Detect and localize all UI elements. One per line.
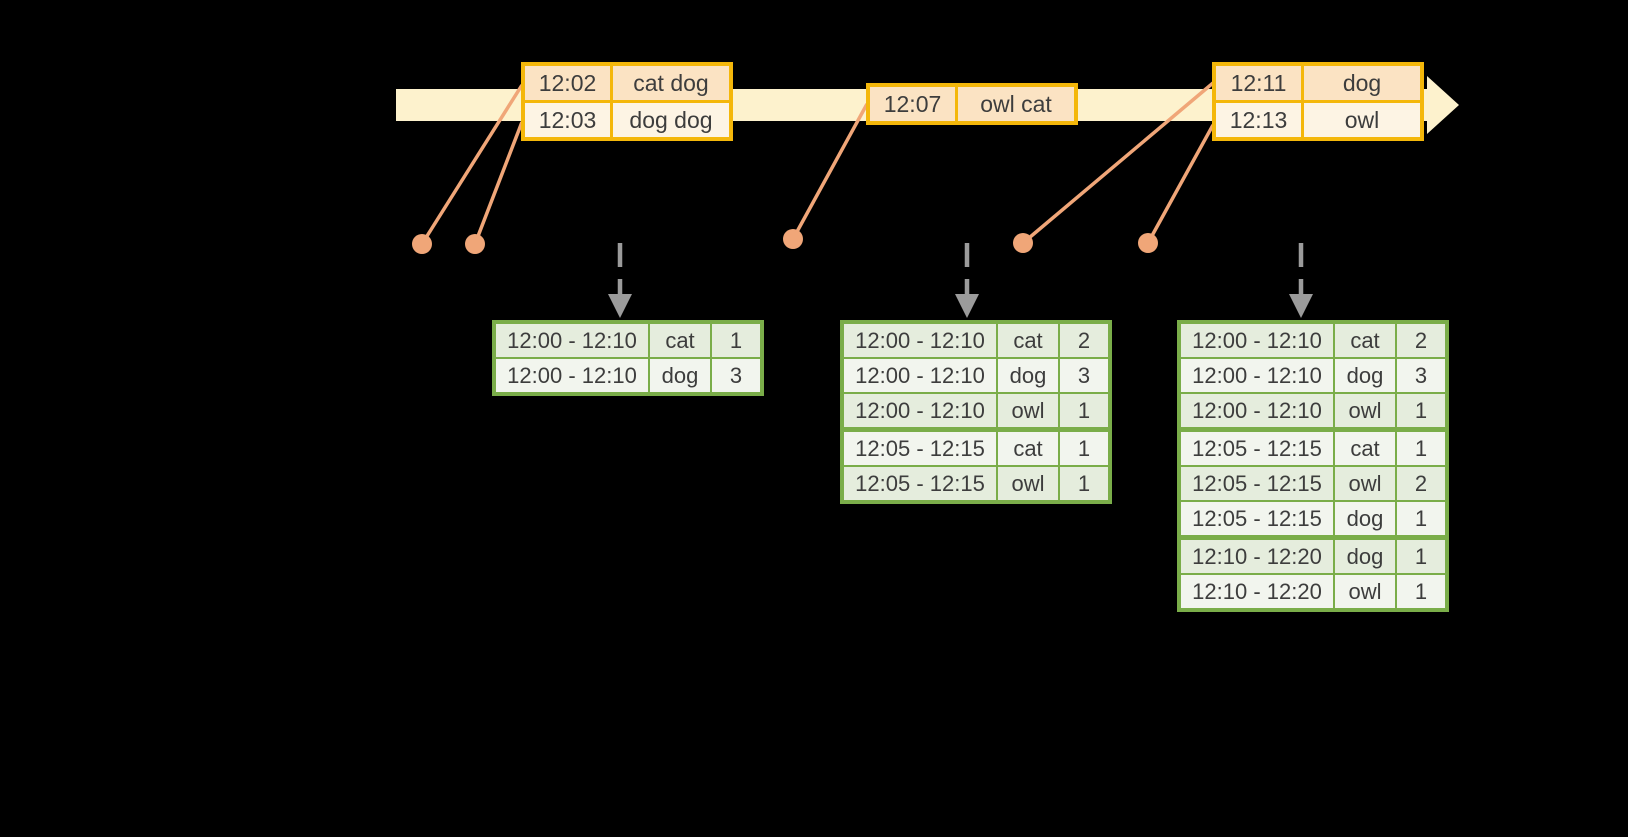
word-cell: cat [998,324,1058,357]
connector-line-1207 [791,103,869,240]
word-cell: dog [1335,540,1395,573]
count-cell: 3 [712,359,760,392]
window-cell: 12:10 - 12:20 [1181,540,1333,573]
window-cell: 12:00 - 12:10 [844,394,996,427]
word-cell: owl [998,394,1058,427]
window-cell: 12:00 - 12:10 [844,324,996,357]
event-time-cell: 12:03 [525,103,610,137]
count-cell: 1 [1397,502,1445,535]
window-cell: 12:00 - 12:10 [1181,394,1333,427]
word-cell: cat [1335,432,1395,465]
event-words-cell: owl [1304,103,1420,137]
count-cell: 1 [1397,394,1445,427]
event-words-cell: dog [1304,66,1420,100]
event-time-cell: 12:11 [1216,66,1301,100]
count-cell: 2 [1397,324,1445,357]
count-cell: 1 [1397,432,1445,465]
connector-line-1211 [1021,81,1215,245]
word-cell: owl [998,467,1058,500]
word-cell: owl [1335,467,1395,500]
window-cell: 12:05 - 12:15 [1181,432,1333,465]
count-cell: 2 [1060,324,1108,357]
word-cell: dog [650,359,710,392]
connector-line-1202 [420,84,524,245]
word-cell: dog [1335,359,1395,392]
event-time-cell: 12:07 [870,87,955,121]
event-marker-icon [1013,233,1033,253]
window-cell: 12:10 - 12:20 [1181,575,1333,608]
connector-lines [420,81,1215,245]
event-marker-icon [783,229,803,249]
trigger-arrowheads [608,294,1313,318]
arrowhead-down-icon [1289,294,1313,318]
count-cell: 2 [1397,467,1445,500]
count-cell: 1 [1060,432,1108,465]
window-cell: 12:00 - 12:10 [1181,324,1333,357]
event-time-cell: 12:02 [525,66,610,100]
window-cell: 12:05 - 12:15 [1181,467,1333,500]
trigger-arrows [617,243,1304,297]
count-cell: 1 [712,324,760,357]
window-cell: 12:00 - 12:10 [1181,359,1333,392]
word-cell: owl [1335,575,1395,608]
window-cell: 12:00 - 12:10 [844,359,996,392]
window-cell: 12:05 - 12:15 [844,432,996,465]
count-cell: 1 [1397,540,1445,573]
connector-line-1213 [1146,124,1215,244]
word-cell: cat [650,324,710,357]
count-cell: 1 [1060,394,1108,427]
word-cell: cat [998,432,1058,465]
event-words-cell: owl cat [958,87,1074,121]
window-cell: 12:05 - 12:15 [1181,502,1333,535]
count-cell: 3 [1060,359,1108,392]
arrowhead-down-icon [608,294,632,318]
event-words-cell: dog dog [613,103,729,137]
count-cell: 1 [1060,467,1108,500]
timeline-arrowhead-icon [1427,76,1459,134]
arrowhead-down-icon [955,294,979,318]
event-time-cell: 12:13 [1216,103,1301,137]
connector-line-1203 [473,121,524,245]
count-cell: 1 [1397,575,1445,608]
window-cell: 12:00 - 12:10 [496,324,648,357]
count-cell: 3 [1397,359,1445,392]
window-cell: 12:00 - 12:10 [496,359,648,392]
word-cell: owl [1335,394,1395,427]
word-cell: cat [1335,324,1395,357]
word-cell: dog [998,359,1058,392]
word-cell: dog [1335,502,1395,535]
event-marker-icon [1138,233,1158,253]
event-marker-icon [465,234,485,254]
window-cell: 12:05 - 12:15 [844,467,996,500]
event-words-cell: cat dog [613,66,729,100]
event-markers [412,229,1158,254]
event-marker-icon [412,234,432,254]
